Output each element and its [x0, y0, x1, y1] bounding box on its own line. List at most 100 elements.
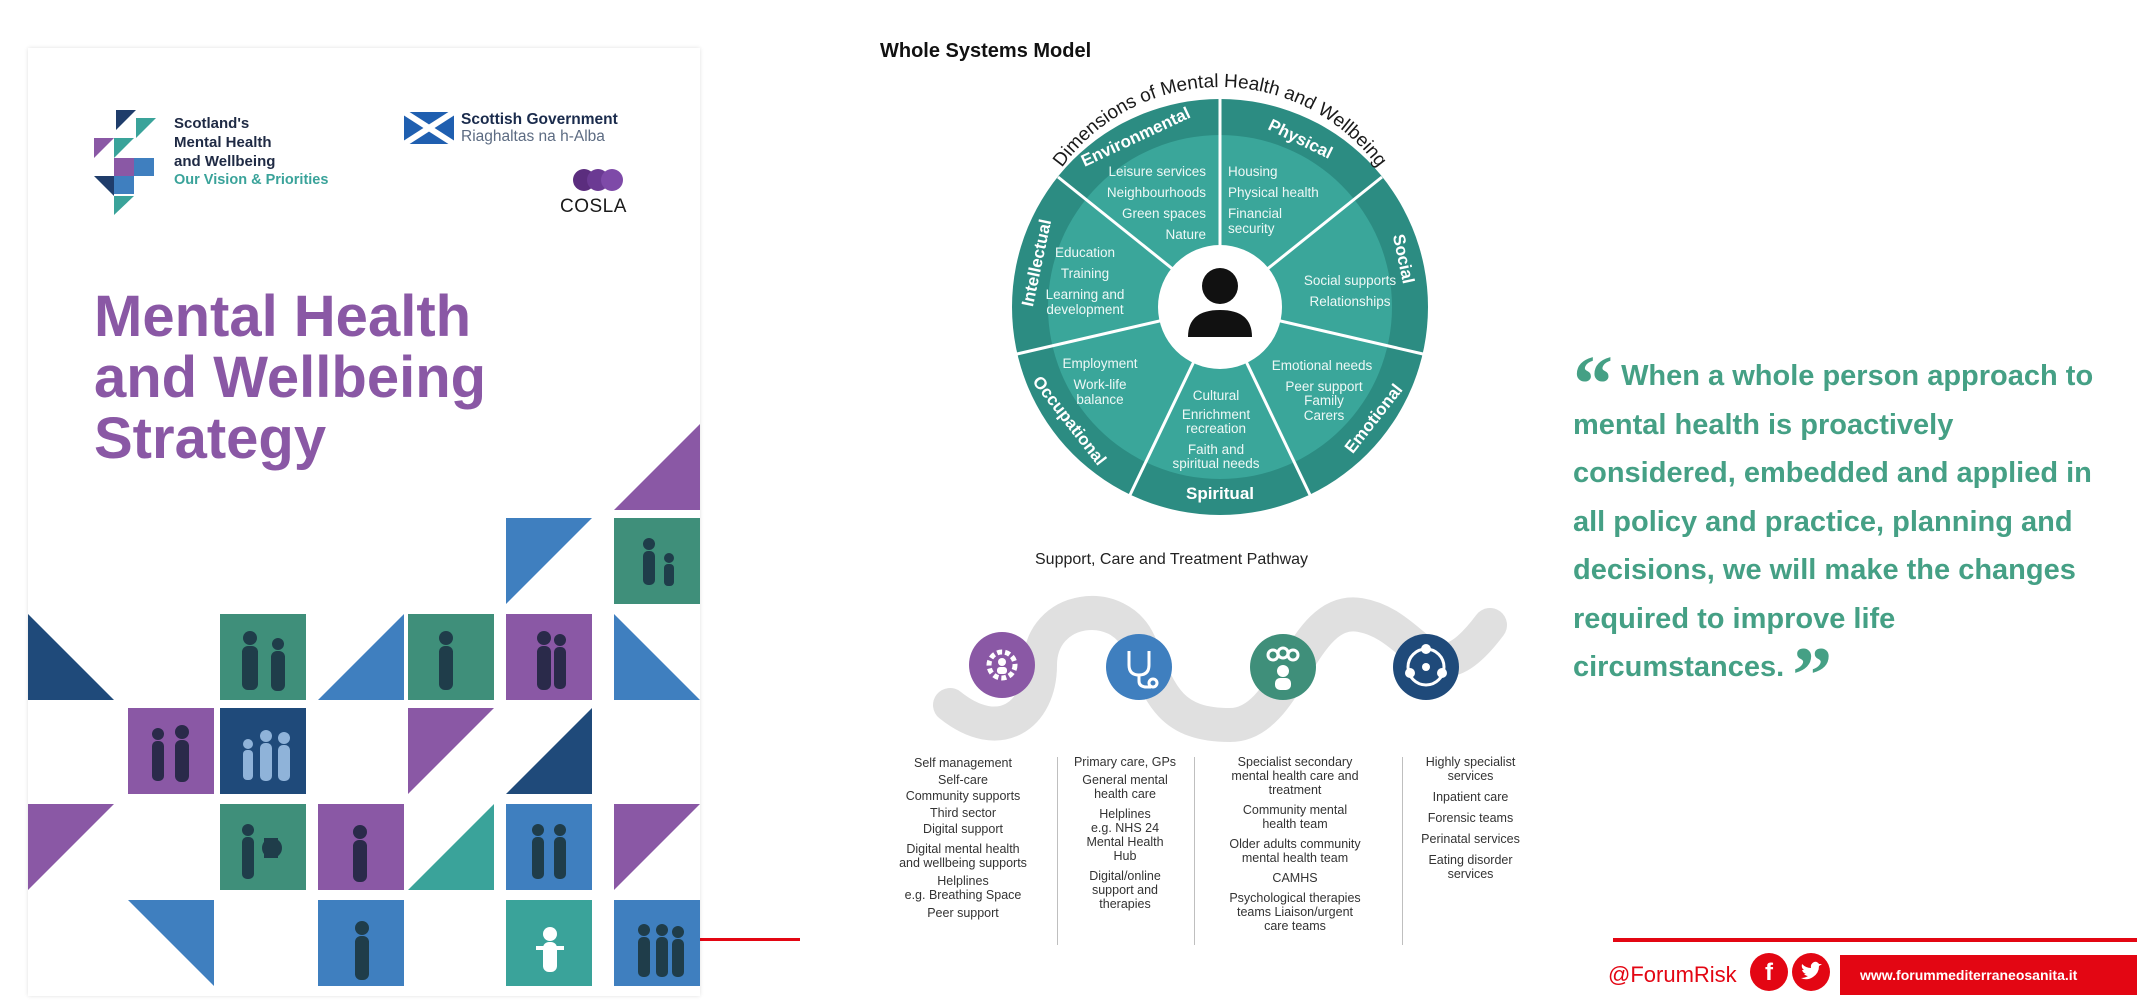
pathway-item: and wellbeing supports — [899, 855, 1027, 870]
pathway-item: Inpatient care — [1432, 790, 1509, 804]
tile-triangle — [408, 708, 494, 794]
open-quote-mark: “ — [1573, 341, 1613, 429]
pathway-item: Digital mental health — [906, 841, 1020, 856]
tile-triangle — [318, 614, 404, 700]
pathway-title: Support, Care and Treatment Pathway — [1035, 551, 1309, 568]
pathway-item: Perinatal services — [1421, 832, 1520, 846]
people-photo-tile — [318, 804, 404, 890]
pathway-item: treatment — [1268, 783, 1322, 797]
pathway-item: Self-care — [937, 772, 989, 787]
people-photo-tile — [506, 614, 592, 700]
sector-item: Neighbourhoods — [1107, 185, 1206, 200]
pathway-item: therapies — [1099, 897, 1151, 911]
diagram-title: Whole Systems Model — [880, 40, 1092, 62]
sector-item: Enrichment — [1182, 407, 1251, 422]
tile-triangle — [408, 804, 494, 890]
website-link[interactable]: www.forummediterraneosanita.it — [1840, 955, 2137, 995]
people-photo-tile — [318, 900, 404, 986]
logo-line-2: Mental Health — [174, 134, 272, 151]
sector-item: Work-life — [1073, 377, 1126, 392]
sector-item: Green spaces — [1122, 206, 1206, 221]
pathway-item: health team — [1262, 817, 1328, 831]
facebook-icon[interactable]: f — [1750, 953, 1788, 991]
column-divider — [1194, 757, 1195, 945]
pathway-item: Forensic teams — [1427, 811, 1514, 825]
tile-triangle — [28, 614, 114, 700]
pathway-item: Highly specialist — [1425, 755, 1516, 769]
people-photo-tile — [408, 614, 494, 700]
people-photo-tile — [220, 614, 306, 700]
tile-triangle — [128, 900, 214, 986]
sector-item: spiritual needs — [1172, 456, 1259, 471]
sector-item: Carers — [1304, 408, 1345, 423]
middle-red-rule — [700, 938, 800, 941]
pathway-item: Digital/online — [1089, 869, 1161, 883]
footer-rule — [1613, 938, 2137, 942]
sector-item: Training — [1061, 266, 1109, 281]
person-icon — [1188, 268, 1252, 337]
saltire-flag-icon — [404, 112, 454, 144]
cosla-logo-icon — [573, 169, 623, 191]
sector-item: Cultural — [1193, 388, 1240, 403]
pathway-item: e.g. Breathing Space — [904, 887, 1022, 902]
pathway-item: Primary care, GPs — [1073, 755, 1177, 769]
pathway-item: General mental — [1082, 773, 1168, 787]
people-photo-tile — [128, 708, 214, 794]
pull-quote: “ When a whole person approach to mental… — [1573, 345, 2113, 716]
pathway-item: care teams — [1264, 919, 1326, 933]
people-photo-tile — [506, 900, 592, 986]
logo-subtitle: Our Vision & Priorities — [174, 172, 329, 188]
column-divider — [1402, 757, 1403, 945]
pathway-item: teams Liaison/urgent — [1236, 905, 1354, 919]
team-gears-icon — [1250, 634, 1316, 700]
gov-line-1: Scottish Government — [461, 111, 618, 128]
social-handle[interactable]: @ForumRisk — [1608, 962, 1737, 987]
tile-triangle — [506, 708, 592, 794]
pathway-item: health care — [1094, 787, 1156, 801]
people-photo-tile — [614, 900, 700, 986]
sector-item: Financial — [1228, 206, 1282, 221]
pathway-item: Community supports — [905, 789, 1021, 803]
pathway-item: mental health care and — [1231, 769, 1359, 783]
group-circle-icon — [1393, 634, 1459, 700]
pathway-item: services — [1447, 769, 1494, 783]
sector-item: Physical health — [1228, 185, 1319, 200]
twitter-icon[interactable] — [1792, 953, 1830, 991]
people-photo-tile — [614, 518, 700, 604]
pathway-column-1: Self management Self-care Community supp… — [878, 755, 1048, 921]
sector-item: Emotional needs — [1272, 358, 1373, 373]
people-photo-tile — [506, 804, 592, 890]
sector-item: Nature — [1165, 227, 1206, 242]
pathway-item: support and — [1091, 883, 1159, 897]
people-photo-tile — [220, 804, 306, 890]
sector-item: Learning and — [1046, 287, 1125, 302]
pathway-item: Mental Health — [1086, 835, 1164, 849]
cover-title-line-1: Mental Health — [94, 284, 472, 349]
quote-text: When a whole person approach to mental h… — [1573, 360, 2094, 683]
mental-health-logo-mark — [94, 110, 156, 215]
tile-triangle — [614, 424, 700, 510]
pathway-item: Eating disorder — [1428, 853, 1513, 867]
sector-item: recreation — [1186, 421, 1246, 436]
pathway-item: Hub — [1113, 849, 1137, 863]
pathway-item: services — [1447, 867, 1494, 881]
wellbeing-wheel: Dimensions of Mental Health and Wellbein… — [1012, 71, 1428, 515]
sector-item: Housing — [1228, 164, 1278, 179]
pathway-item: Peer support — [927, 905, 999, 920]
sector-item: balance — [1076, 392, 1123, 407]
gov-line-2: Riaghaltas na h-Alba — [461, 128, 605, 145]
pathway-column-4: Highly specialist services Inpatient car… — [1408, 755, 1533, 881]
pathway-item: Self management — [914, 756, 1012, 770]
pathway-item: CAMHS — [1272, 871, 1318, 885]
logo-line-3: and Wellbeing — [174, 153, 276, 170]
sector-item: Relationships — [1309, 294, 1390, 309]
column-divider — [1057, 757, 1058, 945]
close-quote-mark: ” — [1792, 632, 1833, 720]
cosla-label: COSLA — [560, 196, 627, 217]
cover-title-line-3: Strategy — [94, 406, 327, 471]
stethoscope-icon — [1106, 634, 1172, 700]
logo-line-1: Scotland's — [174, 115, 250, 132]
pathway-item: Community mental — [1242, 803, 1348, 817]
strategy-cover: Scotland's Mental Health and Wellbeing O… — [28, 48, 700, 996]
pathway-item: Helplines — [937, 873, 989, 888]
